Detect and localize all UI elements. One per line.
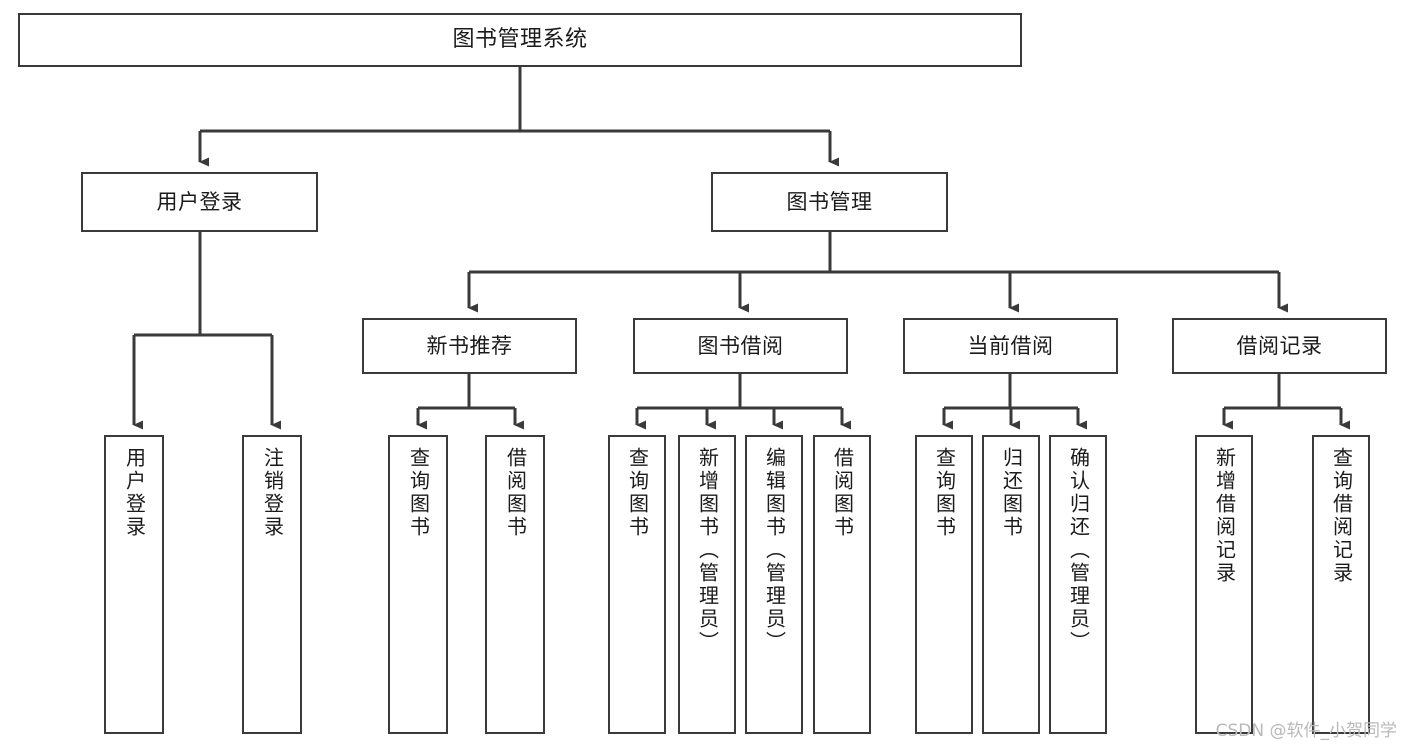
leaf-borrow-book-newbook[interactable]: 借阅图书 — [485, 435, 545, 734]
node-book-management[interactable]: 图书管理 — [711, 172, 948, 232]
node-current-borrow[interactable]: 当前借阅 — [903, 318, 1118, 374]
leaf-query-book-current[interactable]: 查询图书 — [915, 435, 973, 734]
edges-borrowrecord-to-leaves — [1222, 374, 1350, 430]
node-new-book-recommend[interactable]: 新书推荐 — [362, 318, 577, 374]
leaf-label-query-book-current: 查询图书 — [932, 447, 957, 539]
node-user-login[interactable]: 用户登录 — [81, 172, 318, 232]
leaf-query-book-borrow[interactable]: 查询图书 — [608, 435, 666, 734]
node-book-borrow[interactable]: 图书借阅 — [633, 318, 848, 374]
edges-bookmanage-to-level3 — [467, 232, 1288, 313]
node-label-root-system: 图书管理系统 — [452, 27, 588, 53]
node-borrow-record[interactable]: 借阅记录 — [1172, 318, 1387, 374]
leaf-label-user-login: 用户登录 — [122, 447, 147, 539]
leaf-label-add-borrow-record: 新增借阅记录 — [1212, 447, 1237, 585]
leaf-return-book[interactable]: 归还图书 — [982, 435, 1040, 734]
leaf-logout[interactable]: 注销登录 — [242, 435, 302, 734]
edges-userlogin-to-leaves — [132, 232, 281, 430]
leaf-edit-book-admin[interactable]: 编辑图书（管理员） — [745, 435, 803, 734]
edges-bookborrow-to-leaves — [635, 374, 851, 430]
edges-newbook-to-leaves — [416, 374, 524, 430]
node-root-system[interactable]: 图书管理系统 — [18, 13, 1022, 67]
leaf-confirm-return-admin[interactable]: 确认归还（管理员） — [1049, 435, 1107, 734]
leaf-label-logout: 注销登录 — [260, 447, 285, 539]
leaf-label-confirm-return-admin: 确认归还（管理员） — [1066, 447, 1091, 654]
leaf-user-login[interactable]: 用户登录 — [104, 435, 164, 734]
node-label-current-borrow: 当前借阅 — [967, 333, 1054, 358]
leaf-add-borrow-record[interactable]: 新增借阅记录 — [1195, 435, 1253, 734]
leaf-label-query-borrow-record: 查询借阅记录 — [1329, 447, 1354, 585]
node-label-new-book-recommend: 新书推荐 — [426, 333, 513, 358]
node-label-book-management: 图书管理 — [786, 189, 873, 214]
csdn-watermark: CSDN @软件_小贺同学 — [1215, 721, 1397, 741]
leaf-label-return-book: 归还图书 — [999, 447, 1024, 539]
node-label-user-login: 用户登录 — [156, 189, 243, 214]
node-label-book-borrow: 图书借阅 — [697, 333, 784, 358]
edges-root-to-level2 — [198, 67, 839, 167]
leaf-label-borrow-book: 借阅图书 — [830, 447, 855, 539]
leaf-query-borrow-record[interactable]: 查询借阅记录 — [1312, 435, 1370, 734]
edges-currentborrow-to-leaves — [942, 374, 1087, 430]
leaf-label-query-book-borrow: 查询图书 — [625, 447, 650, 539]
node-label-borrow-record: 借阅记录 — [1236, 333, 1323, 358]
leaf-label-borrow-book-newbook: 借阅图书 — [503, 447, 528, 539]
leaf-query-book-newbook[interactable]: 查询图书 — [388, 435, 448, 734]
leaf-label-add-book-admin: 新增图书（管理员） — [695, 447, 720, 654]
leaf-label-query-book-newbook: 查询图书 — [406, 447, 431, 539]
leaf-add-book-admin[interactable]: 新增图书（管理员） — [678, 435, 736, 734]
leaf-borrow-book[interactable]: 借阅图书 — [813, 435, 871, 734]
leaf-label-edit-book-admin: 编辑图书（管理员） — [762, 447, 787, 654]
